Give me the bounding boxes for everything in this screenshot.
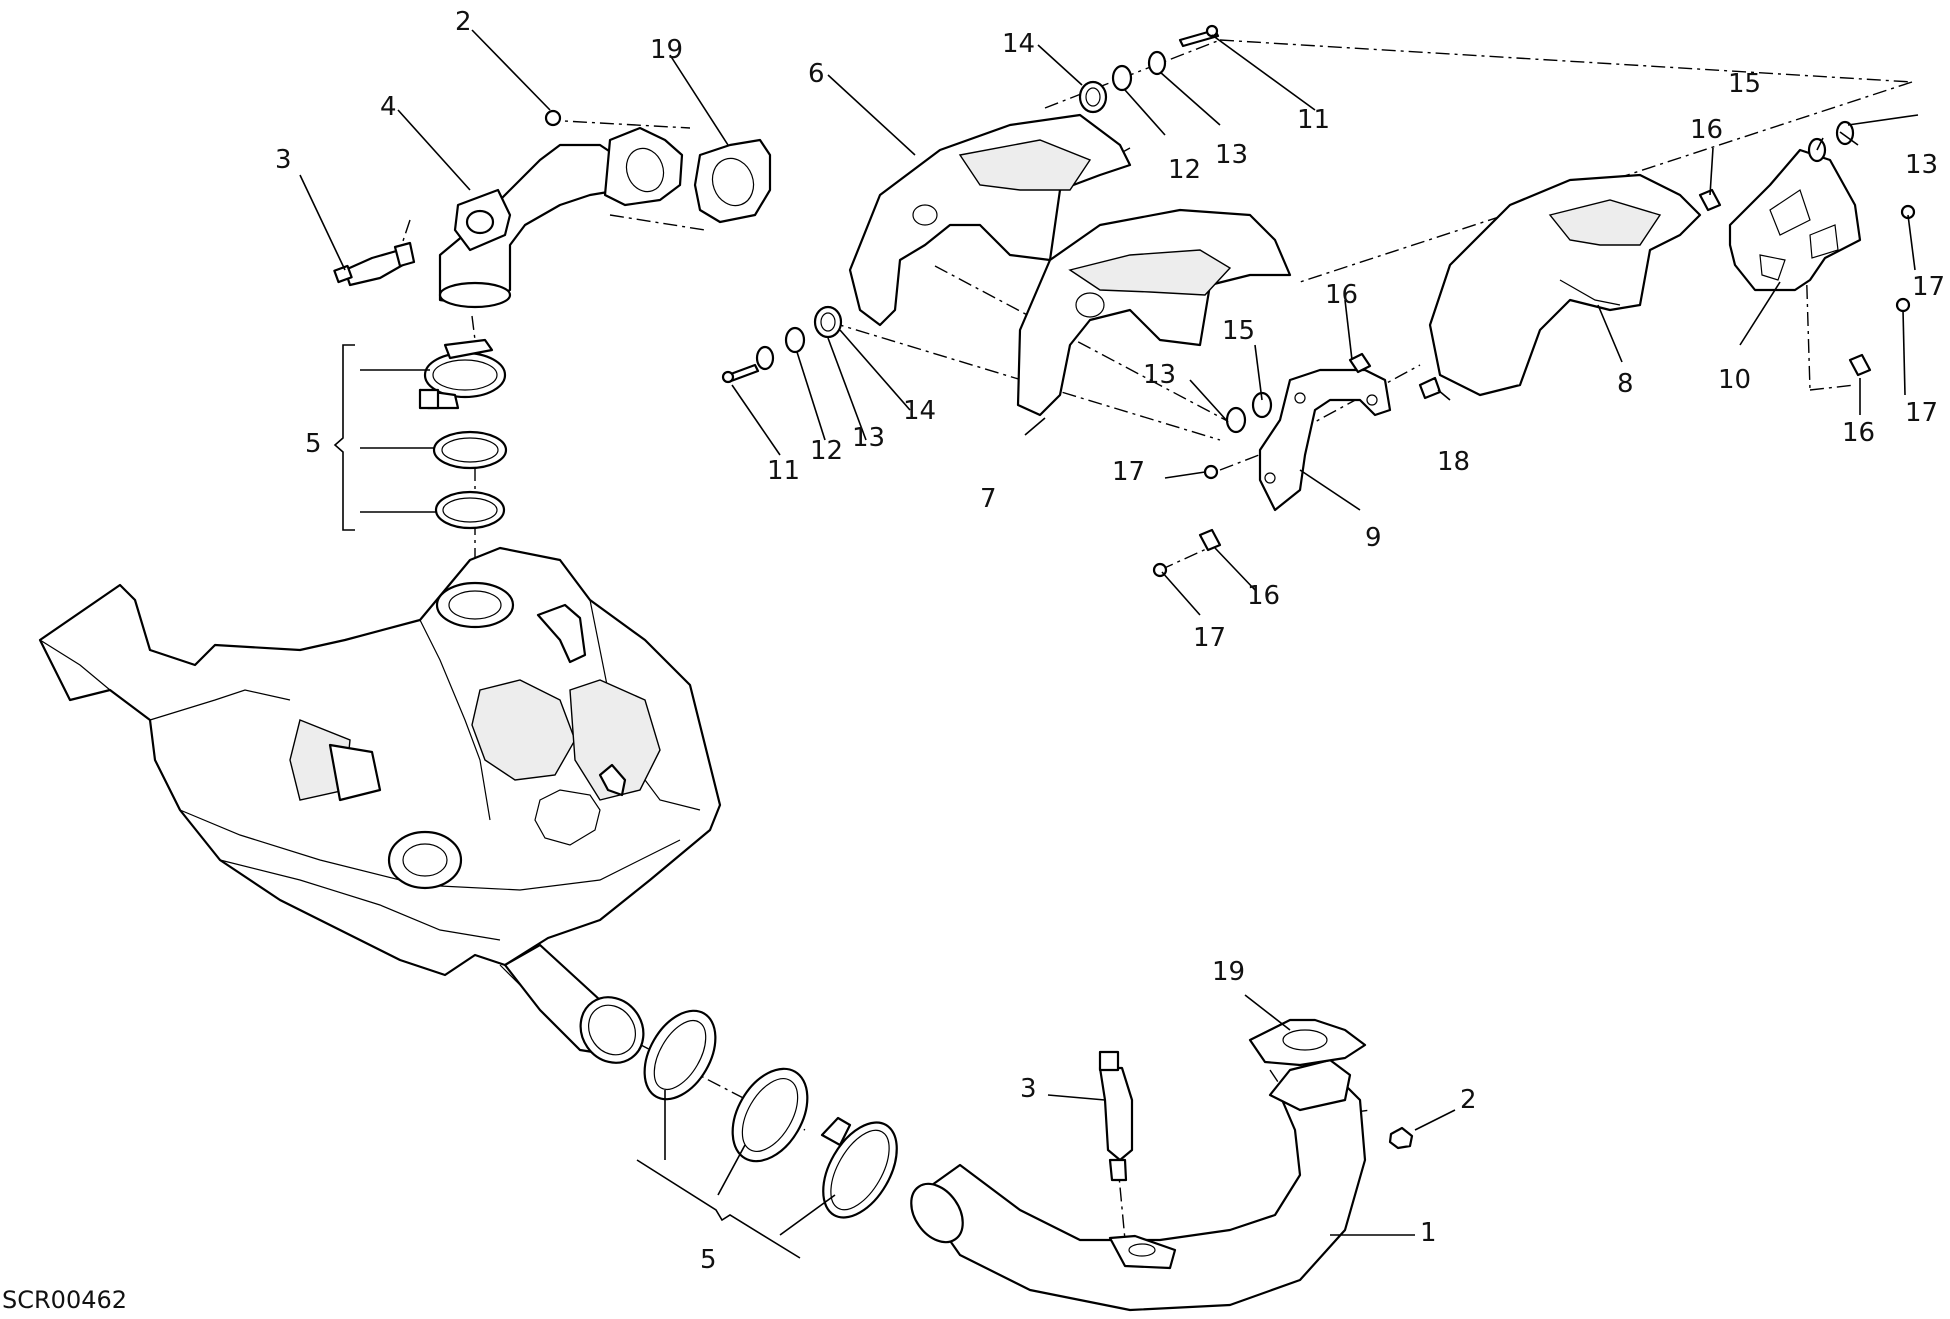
- callout-2: 2: [1460, 1085, 1477, 1115]
- callout-16: 16: [1690, 115, 1723, 145]
- callout-11: 11: [1297, 105, 1330, 135]
- drawing-reference-code: SCR00462: [2, 1286, 128, 1314]
- callout-11: 11: [767, 456, 800, 486]
- callout-4: 4: [380, 92, 397, 122]
- callout-19: 19: [650, 35, 683, 65]
- callout-8: 8: [1617, 369, 1634, 399]
- callout-7: 7: [980, 484, 997, 514]
- callout-10: 10: [1718, 365, 1751, 395]
- callout-16: 16: [1842, 418, 1875, 448]
- heat-shield-7: [1016, 208, 1292, 417]
- callout-13: 13: [1905, 150, 1938, 180]
- front-header-pipe: [910, 1058, 1367, 1312]
- lambda-sensor-front: [1098, 1050, 1134, 1182]
- callout-16: 16: [1247, 581, 1280, 611]
- gasket-rear: [693, 138, 772, 224]
- callout-13: 13: [1215, 140, 1248, 170]
- callout-16: 16: [1325, 280, 1358, 310]
- muffler: [38, 546, 722, 1064]
- lambda-sensor-rear: [333, 241, 416, 287]
- callout-17: 17: [1112, 457, 1145, 487]
- callout-5: 5: [305, 429, 322, 459]
- callout-6: 6: [808, 59, 825, 89]
- callout-labels: 1 2 2 3 3 4 5 5 6 7 8 9 10 11 11 12 12 1…: [275, 7, 1945, 1275]
- heat-shield-6: [848, 113, 1132, 327]
- callout-2: 2: [455, 7, 472, 37]
- callout-15: 15: [1728, 69, 1761, 99]
- clamp-assembly-bottom: [643, 1009, 898, 1219]
- clamp-assembly-top: [418, 338, 508, 530]
- callout-17: 17: [1905, 398, 1938, 428]
- nut-front: [1388, 1126, 1414, 1150]
- callout-3: 3: [1020, 1074, 1037, 1104]
- callout-15: 15: [1222, 316, 1255, 346]
- bracket-10: [1728, 148, 1862, 292]
- leader-lines: [299, 29, 1919, 1236]
- rear-header-pipe: [438, 109, 684, 309]
- callout-5: 5: [700, 1245, 717, 1275]
- callout-13: 13: [1143, 360, 1176, 390]
- callout-17: 17: [1193, 623, 1226, 653]
- callout-17: 17: [1912, 272, 1945, 302]
- gasket-front: [1248, 1018, 1367, 1067]
- callout-9: 9: [1365, 523, 1382, 553]
- bracket-9: [1258, 368, 1392, 512]
- heat-shield-8: [1428, 173, 1702, 397]
- callout-1: 1: [1420, 1218, 1437, 1248]
- callout-14: 14: [1002, 29, 1035, 59]
- callout-13: 13: [852, 423, 885, 453]
- brace-5-bottom: [636, 1090, 836, 1259]
- callout-3: 3: [275, 145, 292, 175]
- callout-12: 12: [1168, 155, 1201, 185]
- callout-19: 19: [1212, 957, 1245, 987]
- callout-18: 18: [1437, 447, 1470, 477]
- brace-5-top: [333, 344, 436, 531]
- callout-14: 14: [903, 396, 936, 426]
- callout-12: 12: [810, 436, 843, 466]
